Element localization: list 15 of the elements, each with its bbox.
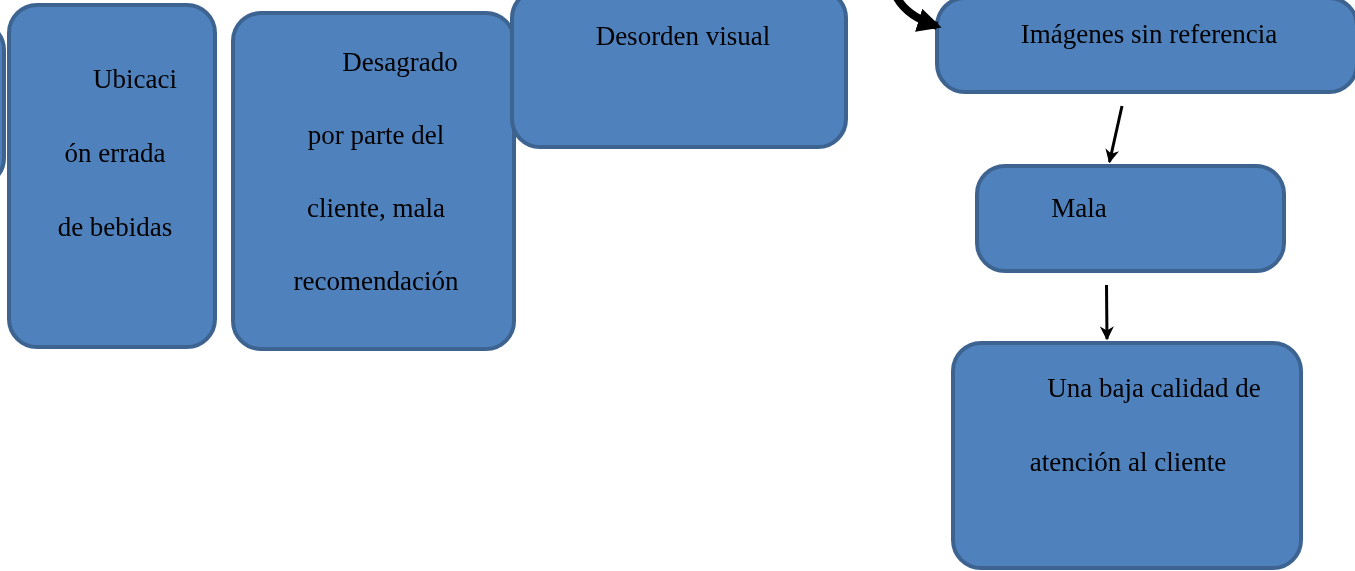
rounded-box [975,164,1286,273]
box-text: Desagrado por parte del cliente, mala recomendación [292,46,460,298]
curved-arrow [891,0,942,32]
box-text: Ubicaci ón errada de bebidas [56,63,178,244]
box-text: Mala [1050,192,1108,225]
rounded-box [951,341,1303,570]
box-text: Imágenes sin referencia [1019,18,1279,51]
rounded-box [7,3,217,349]
box-text: Desorden visual [594,20,772,53]
box-text: Una baja calidad de atención al cliente [1028,372,1262,479]
rounded-box [510,0,848,149]
rounded-box [935,0,1355,94]
rounded-box [231,11,516,351]
arrow [1105,105,1124,164]
arrow [1099,285,1114,341]
